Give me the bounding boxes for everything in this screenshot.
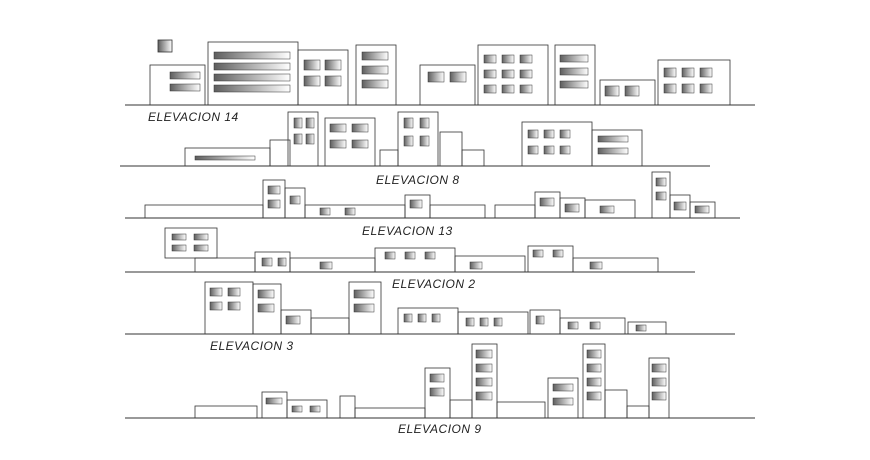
elevation-9-label: ELEVACION 9: [398, 422, 482, 436]
windows: [169, 51, 713, 97]
building: [194, 343, 670, 419]
elevation-13-label: ELEVACION 13: [362, 224, 453, 238]
elevation-13: [125, 171, 740, 219]
elevation-14: [125, 39, 755, 106]
building: [184, 111, 643, 167]
elevation-9: [125, 343, 755, 419]
elevation-14-label: ELEVACION 14: [148, 110, 239, 124]
building: [164, 227, 659, 273]
elevation-3: [125, 281, 735, 335]
windows: [194, 117, 629, 161]
building: [144, 171, 716, 219]
building: [149, 39, 731, 106]
elevation-3-label: ELEVACION 3: [210, 339, 294, 353]
building: [204, 281, 667, 335]
windows: [265, 349, 667, 413]
elevation-2-label: ELEVACION 2: [392, 277, 476, 291]
elevation-8-label: ELEVACION 8: [376, 173, 460, 187]
elevation-2: [125, 227, 695, 273]
windows: [171, 233, 603, 270]
windows: [267, 177, 710, 216]
elevation-8: [120, 111, 710, 167]
windows: [209, 287, 647, 332]
